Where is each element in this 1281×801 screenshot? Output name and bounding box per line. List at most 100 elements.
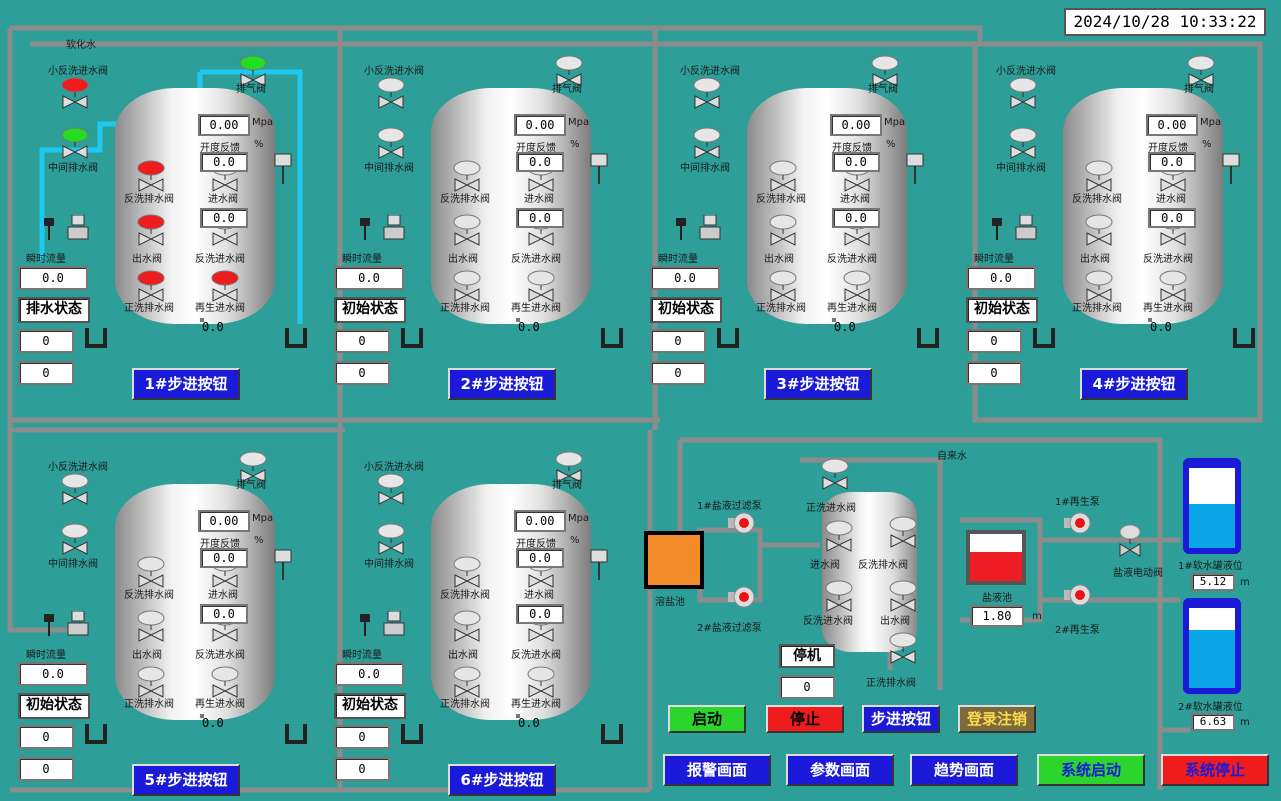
valve-backwash-drain-icon[interactable]	[136, 160, 166, 192]
valve-rinse-drain-icon[interactable]	[452, 270, 482, 302]
drain-pit	[1033, 328, 1055, 348]
valve-inlet-label: 进水阀	[840, 194, 870, 205]
feedback-hidden: 0.0	[516, 318, 540, 334]
valve-rinse-drain-icon[interactable]	[136, 666, 166, 698]
valve-mid-drain-icon[interactable]	[376, 127, 406, 159]
filter-pump2-icon[interactable]	[726, 586, 756, 608]
regen-valve-backwash-drain-icon[interactable]	[888, 516, 918, 548]
level-switch-icon	[990, 218, 1004, 242]
valve-outlet-icon[interactable]	[452, 214, 482, 246]
valve-inlet-label: 进水阀	[524, 194, 554, 205]
valve-backwash-drain-icon[interactable]	[1084, 160, 1114, 192]
valve-small-backwash-in-label: 小反洗进水阀	[364, 66, 424, 77]
regen-pump1-label: 1#再生泵	[1055, 497, 1100, 508]
valve-backwash-drain-icon[interactable]	[136, 556, 166, 588]
valve-regen-in-label: 再生进水阀	[827, 303, 877, 314]
valve-vent-icon[interactable]	[1186, 55, 1216, 87]
valve-backwash-in-label: 反洗进水阀	[195, 254, 245, 265]
regen-valve-rinse-in-icon[interactable]	[820, 458, 850, 490]
regen-valve-inlet-label: 进水阀	[810, 560, 840, 571]
valve-backwash-drain-icon[interactable]	[452, 556, 482, 588]
flow-meter-icon	[1014, 214, 1038, 243]
regen-valve-inlet-icon[interactable]	[824, 520, 854, 552]
counter-2: 0	[334, 757, 390, 781]
drain-pit	[401, 328, 423, 348]
valve-outlet-icon[interactable]	[768, 214, 798, 246]
status-display: 初始状态	[18, 693, 90, 719]
valve-outlet-icon[interactable]	[452, 610, 482, 642]
system-stop-button[interactable]: 系统停止	[1161, 754, 1269, 786]
step-button-6[interactable]: 6#步进按钮	[448, 764, 556, 796]
step-button-3[interactable]: 3#步进按钮	[764, 368, 872, 400]
regen-valve-outlet-icon[interactable]	[888, 580, 918, 612]
valve-inlet-label: 进水阀	[208, 194, 238, 205]
regen-valve-backwash-in-icon[interactable]	[824, 580, 854, 612]
step-button-5[interactable]: 5#步进按钮	[132, 764, 240, 796]
valve-regen-in-label: 再生进水阀	[511, 303, 561, 314]
valve-vent-icon[interactable]	[238, 55, 268, 87]
valve-rinse-drain-icon[interactable]	[768, 270, 798, 302]
valve-vent-icon[interactable]	[238, 451, 268, 483]
counter-2: 0	[966, 361, 1022, 385]
step-button-4[interactable]: 4#步进按钮	[1080, 368, 1188, 400]
login-logout-button[interactable]: 登录注销	[958, 705, 1036, 733]
valve-small-backwash-in-icon[interactable]	[692, 77, 722, 109]
flow-display: 0.0	[966, 266, 1036, 290]
filter-pump1-icon[interactable]	[726, 512, 756, 534]
valve-outlet-label: 出水阀	[1080, 254, 1110, 265]
alarm-screen-button[interactable]: 报警画面	[663, 754, 771, 786]
soft-tank-2	[1183, 598, 1241, 694]
valve-small-backwash-in-icon[interactable]	[376, 77, 406, 109]
trend-screen-button[interactable]: 趋势画面	[910, 754, 1018, 786]
regen-valve-rinse-drain-icon[interactable]	[888, 632, 918, 664]
valve-small-backwash-in-icon[interactable]	[60, 473, 90, 505]
valve-vent-icon[interactable]	[870, 55, 900, 87]
valve-backwash-drain-icon[interactable]	[452, 160, 482, 192]
valve-regen-in-icon[interactable]	[842, 270, 872, 302]
regen-step-button[interactable]: 步进按钮	[862, 705, 940, 733]
regen-pump1-icon[interactable]	[1062, 512, 1092, 534]
valve-outlet-icon[interactable]	[136, 610, 166, 642]
system-start-button[interactable]: 系统启动	[1037, 754, 1145, 786]
valve-rinse-drain-icon[interactable]	[136, 270, 166, 302]
valve-inlet-label: 进水阀	[1156, 194, 1186, 205]
valve-mid-drain-icon[interactable]	[1008, 127, 1038, 159]
valve-backwash-drain-icon[interactable]	[768, 160, 798, 192]
params-screen-button[interactable]: 参数画面	[786, 754, 894, 786]
valve-vent-icon[interactable]	[554, 55, 584, 87]
valve-small-backwash-in-icon[interactable]	[376, 473, 406, 505]
valve-regen-in-icon[interactable]	[526, 270, 556, 302]
flow-meter-icon	[382, 610, 406, 639]
valve-regen-in-icon[interactable]	[526, 666, 556, 698]
feedback-2: 0.0	[200, 604, 248, 624]
valve-rinse-drain-icon[interactable]	[1084, 270, 1114, 302]
valve-mid-drain-icon[interactable]	[692, 127, 722, 159]
step-button-2[interactable]: 2#步进按钮	[448, 368, 556, 400]
valve-small-backwash-in-icon[interactable]	[60, 77, 90, 109]
valve-backwash-in-label: 反洗进水阀	[195, 650, 245, 661]
start-button[interactable]: 启动	[668, 705, 746, 733]
valve-mid-drain-icon[interactable]	[60, 523, 90, 555]
step-button-1[interactable]: 1#步进按钮	[132, 368, 240, 400]
valve-vent-icon[interactable]	[554, 451, 584, 483]
valve-regen-in-icon[interactable]	[210, 270, 240, 302]
salt-tank-label: 盐液池	[982, 593, 1012, 604]
valve-outlet-icon[interactable]	[136, 214, 166, 246]
level-switch-icon	[42, 218, 56, 242]
valve-rinse-drain-label: 正洗排水阀	[124, 699, 174, 710]
valve-small-backwash-in-icon[interactable]	[1008, 77, 1038, 109]
regen-pump2-icon[interactable]	[1062, 584, 1092, 606]
valve-backwash-drain-label: 反洗排水阀	[1072, 194, 1122, 205]
valve-mid-drain-icon[interactable]	[60, 127, 90, 159]
valve-backwash-drain-label: 反洗排水阀	[124, 194, 174, 205]
valve-outlet-icon[interactable]	[1084, 214, 1114, 246]
valve-regen-in-icon[interactable]	[210, 666, 240, 698]
valve-rinse-drain-icon[interactable]	[452, 666, 482, 698]
stop-button[interactable]: 停止	[766, 705, 844, 733]
regen-valve-backwash-drain-label: 反洗排水阀	[858, 560, 908, 571]
valve-mid-drain-icon[interactable]	[376, 523, 406, 555]
pressure-display: 0.00	[514, 510, 566, 532]
salt-valve-icon[interactable]	[1118, 524, 1142, 558]
valve-regen-in-icon[interactable]	[1158, 270, 1188, 302]
soft-tank-1-label: 1#软水罐液位	[1178, 561, 1243, 572]
